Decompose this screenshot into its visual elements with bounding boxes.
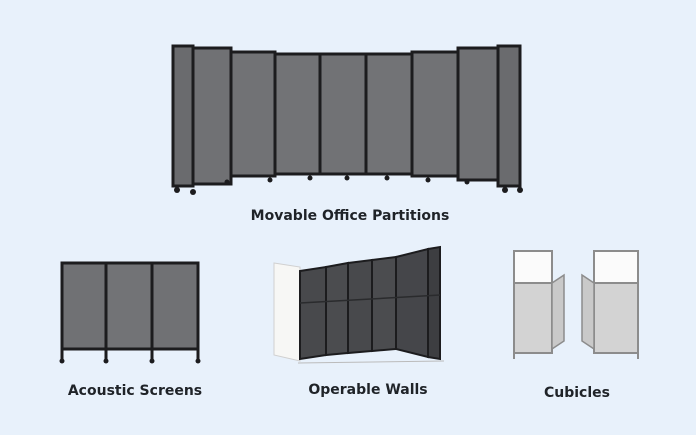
cubicle-image: [513, 250, 639, 359]
movable-partition-image: [171, 44, 523, 195]
operable-walls[interactable]: Operable Walls: [268, 243, 448, 398]
operable-walls-label: Operable Walls: [308, 382, 428, 398]
cubicles[interactable]: Cubicles: [502, 245, 652, 401]
acoustic-screen-image: [59, 261, 201, 364]
acoustic-screens-label: Acoustic Screens: [67, 383, 203, 399]
cubicles-label: Cubicles: [544, 385, 610, 401]
movable-office-partitions[interactable]: Movable Office Partitions: [165, 40, 535, 224]
acoustic-screens[interactable]: Acoustic Screens: [55, 255, 215, 399]
operable-wall-image: [273, 245, 445, 364]
movable-office-partitions-label: Movable Office Partitions: [250, 208, 450, 224]
